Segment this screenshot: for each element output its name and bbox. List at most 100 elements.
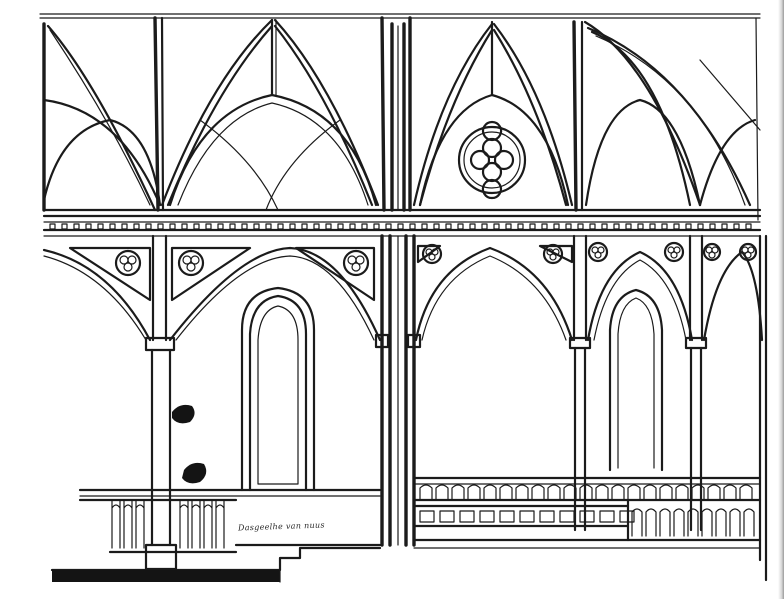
- dentil: [577, 223, 584, 230]
- left-column: [144, 234, 178, 571]
- left-balustrade: [78, 488, 382, 554]
- baluster: [483, 484, 497, 501]
- baluster: [723, 484, 737, 501]
- baluster: [203, 499, 213, 549]
- dentil: [385, 223, 392, 230]
- vault-centre-left-bay: [160, 18, 380, 211]
- dentil: [421, 223, 428, 230]
- dentil: [673, 223, 680, 230]
- dentil: [301, 223, 308, 230]
- screen-panel: [559, 510, 575, 523]
- floor-steps: [50, 543, 382, 583]
- dentil: [697, 223, 704, 230]
- left-baluster-row: [111, 499, 225, 549]
- baluster: [499, 484, 513, 501]
- baluster: [659, 484, 673, 501]
- screen-panel: [519, 510, 535, 523]
- dentil: [397, 223, 404, 230]
- dentil: [133, 223, 140, 230]
- dentil: [637, 223, 644, 230]
- baluster: [547, 484, 561, 501]
- dentil: [661, 223, 668, 230]
- dentil: [409, 223, 416, 230]
- central-pier-lower: [374, 234, 422, 547]
- baluster: [691, 484, 705, 501]
- dentil: [229, 223, 236, 230]
- dentil: [613, 223, 620, 230]
- baluster: [111, 499, 121, 549]
- dentil: [433, 223, 440, 230]
- baluster: [631, 508, 643, 537]
- screen-panel: [599, 510, 615, 523]
- dentil: [121, 223, 128, 230]
- dentil: [529, 223, 536, 230]
- dentil: [457, 223, 464, 230]
- dentil: [565, 223, 572, 230]
- baluster: [419, 484, 433, 501]
- dentil: [601, 223, 608, 230]
- baluster: [451, 484, 465, 501]
- baluster: [701, 508, 713, 537]
- baluster: [675, 484, 689, 501]
- ink-blots: [172, 404, 207, 484]
- dentil: [181, 223, 188, 230]
- dentil: [337, 223, 344, 230]
- dentil: [205, 223, 212, 230]
- baluster: [179, 499, 189, 549]
- dentil: [85, 223, 92, 230]
- baluster: [715, 508, 727, 537]
- dentil: [733, 223, 740, 230]
- baluster: [743, 508, 755, 537]
- baluster: [135, 499, 145, 549]
- dentil: [541, 223, 548, 230]
- dentil: [217, 223, 224, 230]
- vault-centre-right-bay: [412, 20, 574, 207]
- lancet-window-left: [240, 286, 316, 492]
- screen-panel: [539, 510, 555, 523]
- dentil: [61, 223, 68, 230]
- string-course: [42, 208, 762, 237]
- dentil: [157, 223, 164, 230]
- vault-left-bay: [42, 16, 165, 212]
- left-arcade: [42, 246, 382, 342]
- screen-panel: [479, 510, 495, 523]
- dentil: [289, 223, 296, 230]
- baluster: [563, 484, 577, 501]
- baluster: [707, 484, 721, 501]
- dentil: [145, 223, 152, 230]
- baluster: [739, 484, 753, 501]
- screen-panel: [439, 510, 455, 523]
- screen-panel: [579, 510, 595, 523]
- lancet-window-right: [608, 288, 664, 472]
- baluster: [687, 508, 699, 537]
- dentil: [373, 223, 380, 230]
- baluster: [191, 499, 201, 549]
- baluster: [645, 508, 657, 537]
- vault-right-bay: [572, 17, 761, 221]
- dentil: [517, 223, 524, 230]
- dentil: [445, 223, 452, 230]
- scan-edge-shadow: [778, 0, 784, 599]
- screen-panel: [419, 510, 435, 523]
- dentil: [505, 223, 512, 230]
- dentil: [97, 223, 104, 230]
- baluster: [595, 484, 609, 501]
- dentil: [589, 223, 596, 230]
- dentil: [193, 223, 200, 230]
- dentil: [685, 223, 692, 230]
- dentil: [49, 223, 56, 230]
- right-edge-column: [758, 234, 768, 582]
- central-pier-upper: [380, 16, 412, 212]
- dentil: [361, 223, 368, 230]
- baluster: [215, 499, 225, 549]
- dentil: [349, 223, 356, 230]
- right-arcade: [414, 244, 764, 342]
- baluster: [123, 499, 133, 549]
- dentil: [265, 223, 272, 230]
- dentil-row: [49, 223, 752, 230]
- screen-panel: [619, 510, 635, 523]
- trefoil-ornaments-right: [421, 241, 758, 265]
- dentil: [721, 223, 728, 230]
- dentil: [481, 223, 488, 230]
